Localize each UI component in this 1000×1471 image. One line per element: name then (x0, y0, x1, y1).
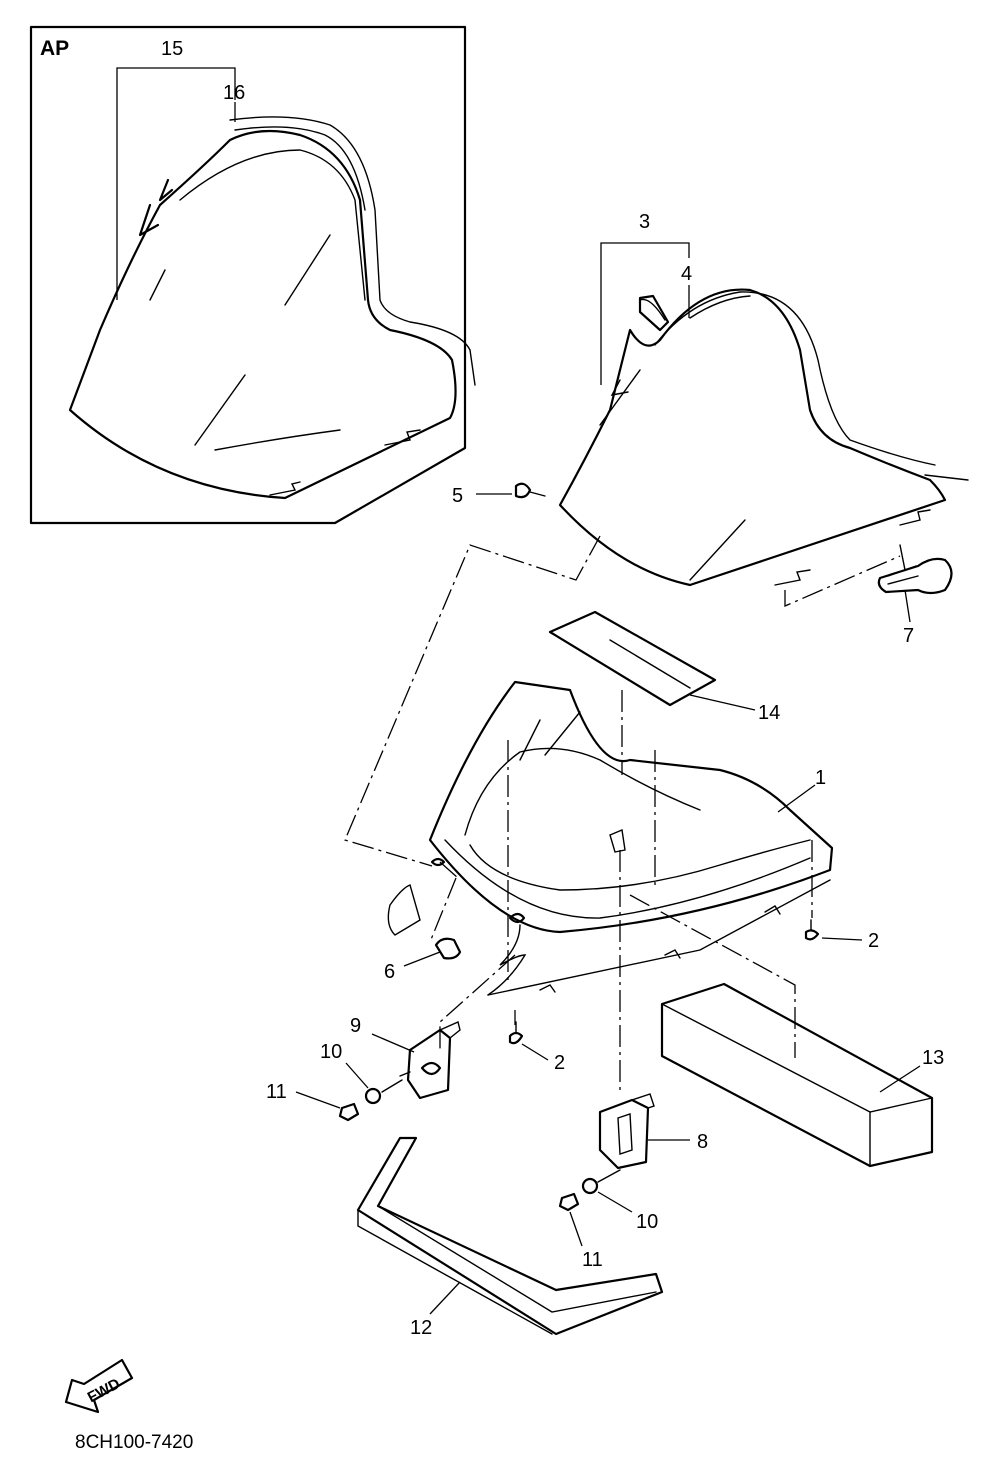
callout-1: 1 (815, 767, 826, 789)
callout-13: 13 (922, 1047, 944, 1069)
callout-8: 8 (697, 1131, 708, 1153)
callout-10b-leader (597, 1191, 633, 1213)
diagram-code: 8CH100-7420 (75, 1432, 193, 1453)
callout-1-leader (777, 784, 816, 813)
pad-part-12 (356, 1136, 664, 1336)
nut-part-11-right (558, 1192, 580, 1212)
inset-label: AP (40, 37, 69, 60)
inset-ap-panel: AP 15 16 (29, 25, 476, 525)
callout-3-bracket (600, 242, 690, 385)
callout-7: 7 (903, 625, 914, 647)
bolt-part-2-right (804, 919, 820, 941)
callout-16: 16 (223, 82, 245, 104)
callout-3: 3 (639, 211, 650, 233)
screw-part-5 (514, 482, 546, 499)
nut-part-11-left (338, 1102, 360, 1122)
callout-10a: 10 (320, 1041, 342, 1063)
callout-13-leader (879, 1065, 921, 1093)
callout-9-leader (371, 1033, 415, 1053)
grommet-part-6 (434, 937, 462, 960)
callout-9: 9 (350, 1015, 361, 1037)
inset-windshield (68, 116, 476, 500)
callout-2b: 2 (554, 1052, 565, 1074)
callout-2a-leader (821, 937, 863, 941)
bracket-part-8 (598, 1093, 655, 1170)
block-part-13 (660, 982, 934, 1168)
callout-15-bracket (116, 67, 236, 300)
cowling-part-1 (387, 680, 834, 996)
callout-10b: 10 (636, 1211, 658, 1233)
callout-15: 15 (161, 38, 183, 60)
callout-11a: 11 (266, 1081, 287, 1103)
knob-part-7 (877, 544, 953, 595)
washer-part-10-left (364, 1087, 382, 1105)
callout-14-leader (689, 694, 756, 711)
callout-14: 14 (758, 702, 780, 724)
assembly-center-lines (344, 535, 901, 1095)
inset-frame (29, 25, 467, 525)
callout-10a-leader (345, 1062, 369, 1089)
callout-2a: 2 (868, 930, 879, 952)
bolt-part-2-center (508, 1021, 524, 1045)
fwd-arrow-icon: FWD (64, 1358, 134, 1414)
callout-4: 4 (681, 263, 692, 285)
windshield-assembly (558, 288, 969, 587)
callout-12-leader (429, 1281, 461, 1315)
callout-11b-leader (569, 1211, 583, 1247)
bracket-part-9 (399, 1021, 461, 1100)
callout-11a-leader (295, 1091, 341, 1109)
callout-11b: 11 (582, 1249, 603, 1271)
callout-5: 5 (452, 485, 463, 507)
windshield (558, 288, 947, 587)
callout-12: 12 (410, 1317, 432, 1339)
callout-6-leader (403, 951, 441, 967)
plate-part-14 (548, 610, 717, 707)
callout-2b-leader (521, 1043, 549, 1061)
washer-part-10-right (581, 1177, 599, 1195)
callout-7-leader (904, 589, 911, 623)
callout-6: 6 (384, 961, 395, 983)
